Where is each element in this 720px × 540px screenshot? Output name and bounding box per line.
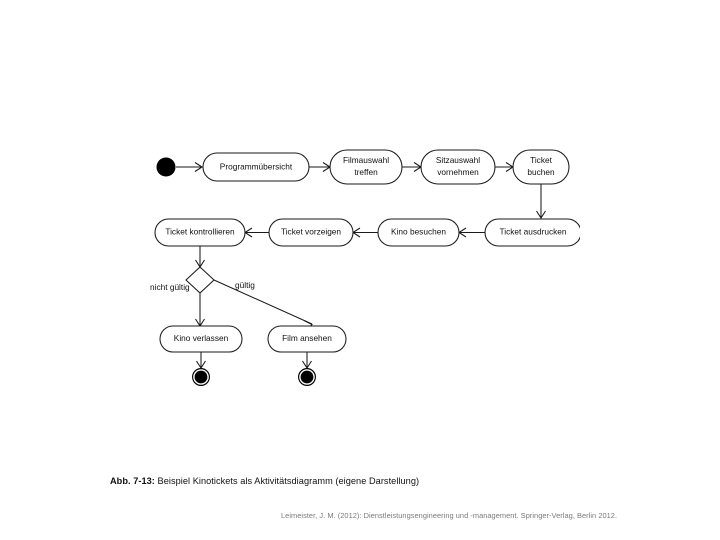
action-ticket-ausdrucken[interactable]: Ticket ausdrucken (484, 218, 580, 247)
action-label-line1: Ticket (530, 155, 553, 165)
flow-ticket-buchen-to-ticket-ausdrucken (536, 184, 546, 219)
action-sitzauswahl-vornehmen[interactable]: Sitzauswahl vornehmen (420, 149, 496, 185)
action-label: Programmübersicht (220, 162, 293, 172)
figure-caption-text: Beispiel Kinotickets als Aktivitätsdiagr… (154, 476, 420, 486)
flow-ticket-ausdrucken-to-kino-besuchen (458, 227, 485, 238)
source-citation: Leimeister, J. M. (2012): Dienstleistung… (281, 511, 618, 520)
action-filmauswahl-treffen[interactable]: Filmauswahl treffen (329, 149, 403, 185)
action-ticket-buchen[interactable]: Ticket buchen (512, 149, 570, 185)
flow-ticket-vorzeigen-to-ticket-kontrollieren (244, 227, 269, 238)
action-kino-besuchen[interactable]: Kino besuchen (377, 218, 460, 247)
guard-label-nicht-gueltig: nicht gültig (150, 282, 190, 292)
flow-start-to-programmuebersicht (176, 162, 203, 172)
action-label: Kino verlassen (174, 333, 229, 343)
figure-caption-number: Abb. 7-13: (110, 476, 155, 486)
flow-ticket-kontrollieren-to-decision (195, 246, 205, 268)
action-label-line2: buchen (527, 167, 555, 177)
action-label: Ticket ausdrucken (499, 227, 566, 237)
action-label: Ticket kontrollieren (165, 227, 235, 237)
action-label: Ticket vorzeigen (281, 227, 341, 237)
figure-caption: Abb. 7-13: Beispiel Kinotickets als Akti… (110, 476, 650, 486)
final-node-1 (191, 368, 210, 387)
flow-filmauswahl-to-sitzauswahl (402, 162, 422, 172)
action-ticket-kontrollieren[interactable]: Ticket kontrollieren (154, 218, 246, 247)
flow-decision-to-film-ansehen (213, 279, 313, 332)
action-label: Film ansehen (282, 333, 332, 343)
final-node-2 (298, 368, 317, 387)
action-programmuebersicht[interactable]: Programmübersicht (202, 152, 310, 182)
flow-decision-to-kino-verlassen (195, 293, 205, 327)
initial-node (156, 157, 176, 177)
action-label-line2: treffen (354, 167, 378, 177)
activity-diagram: Programmübersicht Filmauswahl treffen (140, 140, 580, 395)
action-kino-verlassen[interactable]: Kino verlassen (159, 325, 243, 353)
action-label-line1: Filmauswahl (343, 155, 389, 165)
action-label-line2: vornehmen (437, 167, 479, 177)
flow-programmuebersicht-to-filmauswahl (309, 162, 331, 172)
decision-node[interactable] (185, 266, 215, 294)
flow-film-ansehen-to-final-2 (302, 352, 312, 369)
flow-kino-verlassen-to-final-1 (196, 352, 206, 369)
action-label: Kino besuchen (391, 227, 446, 237)
guard-label-gueltig: gültig (235, 280, 255, 290)
action-film-ansehen[interactable]: Film ansehen (267, 325, 347, 353)
action-label-line1: Sitzauswahl (436, 155, 480, 165)
flow-sitzauswahl-to-ticket-buchen (495, 162, 514, 172)
action-ticket-vorzeigen[interactable]: Ticket vorzeigen (268, 218, 354, 247)
flow-kino-besuchen-to-ticket-vorzeigen (352, 227, 378, 238)
